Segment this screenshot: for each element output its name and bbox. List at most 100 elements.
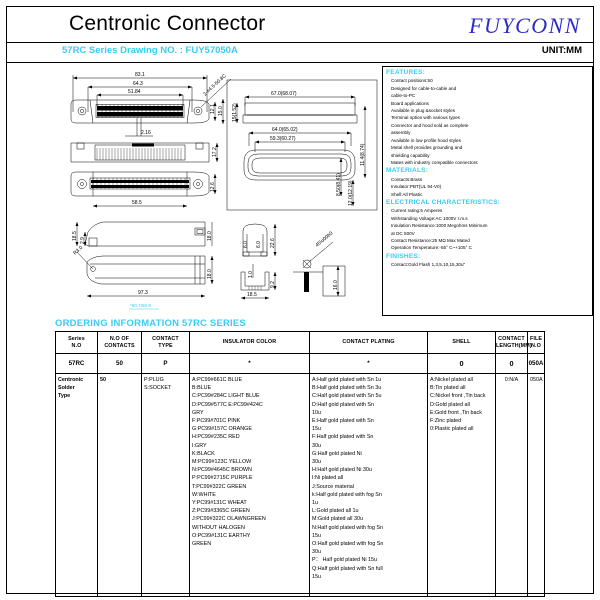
svg-text:64.0(65.02): 64.0(65.02) [272, 127, 298, 133]
contact-plating-option: 1u [312, 500, 318, 507]
company-logo-text: FUYCONN [469, 13, 581, 38]
electrical-list: Current rating:5 Amperes Withstanding Vo… [386, 207, 589, 252]
contact-plating-list: A:Half gold plated with Sn 1u B:Half gol… [312, 376, 425, 581]
feature-item: Available in low profile hood styles [391, 137, 461, 143]
insulator-color-option: F:PC99#701C PINK [192, 418, 241, 425]
svg-text:15.0: 15.0 [218, 106, 224, 116]
electrical-heading: ELECTRICAL CHARACTERISTICS: [386, 199, 501, 207]
contact-plating-option: E:Half gold plated with Sn [312, 418, 374, 425]
svg-text:6.0: 6.0 [256, 241, 262, 248]
cell-series-detail: Centronic Solder Type [55, 373, 98, 597]
finish-item: Contact:Gold Flash 1,3,5,10,15,30u" [391, 262, 466, 268]
cell-contact-length-detail: 0:N/A [495, 373, 528, 597]
value-contacts: 50 [97, 353, 142, 374]
cell-shell-detail: A:Nickel plated all B:Tin plated all C:N… [427, 373, 496, 597]
feature-item: Contact positions:50 [391, 78, 433, 84]
col-header-insulator-color: INSULATOR COLOR [189, 331, 310, 354]
contact-plating-option: D:Half gold plated with Sn [312, 401, 375, 408]
cell-contact-plating-detail: A:Half gold plated with Sn 1u B:Half gol… [309, 373, 428, 597]
cell-contacts-detail: 50 [97, 373, 142, 597]
subheader-bar: 57RC Series Drawing NO. : FUY57050A UNIT… [7, 44, 593, 62]
cell-contact-type-detail: P:PLUG S:SOCKET [141, 373, 190, 597]
contact-length-list: 0:N/A [498, 376, 525, 384]
series-line-2: Solder [58, 385, 75, 392]
insulator-color-option: D:PC99#577C E:PC99#424C [192, 401, 263, 408]
insulator-color-option: GREEN [192, 541, 212, 548]
ordering-information-title: ORDERING INFORMATION 57RC SERIES [55, 318, 246, 329]
svg-text:R3.0: R3.0 [72, 245, 84, 257]
svg-text:16.0: 16.0 [333, 280, 339, 290]
contact-plating-option: 15u [312, 426, 321, 433]
features-heading: FEATURES: [386, 69, 426, 76]
value-series: 57RC [55, 353, 98, 374]
feature-item: shielding capability [391, 152, 430, 158]
contact-plating-option: 30u [312, 459, 321, 466]
contact-plating-option: F:Half gold plated with Sn [312, 434, 374, 441]
material-item: Shell:All Plastic [391, 191, 423, 197]
shell-option: B:Tin plated all [430, 385, 466, 392]
svg-text:17.2: 17.2 [212, 147, 218, 157]
value-file-no: 050A [527, 353, 545, 374]
svg-text:15(1.52): 15(1.52) [232, 103, 238, 122]
header-divider [7, 62, 593, 63]
contact-plating-option: C:Half gold plated with Sn 5u [312, 393, 382, 400]
electrical-item: at DC 500V [391, 230, 415, 236]
value-contact-type: P [141, 353, 190, 374]
insulator-color-option: N:PC99#4645C BROWN [192, 467, 252, 474]
contact-type-option: S:SOCKET [144, 385, 172, 392]
specifications-panel: FEATURES: Contact positions:50 Designed … [382, 66, 593, 316]
contact-plating-option: 15u [312, 532, 321, 539]
series-line-1: Centronic [58, 377, 84, 383]
svg-text:22.6: 22.6 [270, 238, 276, 248]
material-item: Contacts:Brass [391, 176, 423, 182]
feature-item: Terminal option with various types [391, 115, 460, 121]
insulator-color-list: A:PC99#661C BLUE B:BLUE C:PC99#284C LIGH… [192, 376, 307, 548]
shell-option: C:Nickel front ,Tin back [430, 393, 486, 400]
svg-text:64.3: 64.3 [133, 81, 143, 87]
insulator-color-option: T:PC99#322C GREEN [192, 483, 247, 490]
svg-text:12.6: 12.6 [210, 182, 216, 192]
shell-option: A:Nickel plated all [430, 377, 473, 383]
materials-heading: MATERIALS: [386, 167, 429, 175]
feature-item: Available in plug &socket styles [391, 107, 456, 113]
page-title: Centronic Connector [69, 12, 266, 35]
feature-item: assembly [391, 130, 411, 136]
material-item: Insulator:PBT(UL 94-V0) [391, 184, 442, 190]
table-detail-row: Centronic Solder Type 50 P:PLUG S:SOCKET [55, 373, 545, 597]
contact-plating-option: 10u [312, 409, 321, 416]
finishes-heading: FINISHES: [386, 252, 421, 260]
svg-text:18.0: 18.0 [207, 269, 213, 279]
contact-type-option: P:PLUG [144, 377, 164, 383]
contact-plating-option: B:Half gold plated with Sn 3u [312, 385, 382, 392]
insulator-color-option: B:BLUE [192, 385, 212, 392]
svg-text:97.3: 97.3 [138, 290, 148, 296]
contact-plating-option: N:Half gold plated with fog Sn [312, 524, 384, 531]
insulator-color-option: G:PC99#157C ORANGE [192, 426, 252, 433]
insulator-color-option: W:WHITE [192, 491, 216, 498]
series-detail-list: Centronic Solder Type [58, 376, 95, 401]
svg-text:83.1: 83.1 [135, 72, 145, 78]
insulator-color-option: P:PC99#2715C PURPLE [192, 475, 253, 482]
col-header-contact-plating: CONTACT PLATING [309, 331, 428, 354]
features-list: Contact positions:50 Designed for cable-… [386, 77, 589, 166]
insulator-color-option: A:PC99#661C BLUE [192, 377, 243, 383]
col-header-shell: SHELL [427, 331, 496, 354]
svg-text:2.9: 2.9 [80, 237, 86, 244]
shell-list: A:Nickel plated all B:Tin plated all C:N… [430, 376, 493, 433]
feature-item: Mates with industry compatible connector… [391, 160, 478, 166]
svg-text:2.16: 2.16 [141, 130, 151, 136]
drawing-svg: 83.1 64.3 51.84 [70, 72, 378, 310]
contact-plating-option: J:Source material [312, 483, 354, 490]
technical-drawing: 83.1 64.3 51.84 [55, 66, 380, 316]
electrical-item: Insulation Resistance:1000 Megohms Minim… [391, 223, 488, 229]
table-value-row: 57RC 50 P * * 0 0 050A [55, 353, 545, 374]
svg-text:58.5: 58.5 [132, 200, 142, 206]
contact-plating-option: 15u [312, 573, 321, 580]
svg-text:12.0(12.19): 12.0(12.19) [348, 180, 354, 206]
contact-plating-option: 30u [312, 442, 321, 449]
contact-plating-option: A:Half gold plated with Sn 1u [312, 377, 382, 383]
